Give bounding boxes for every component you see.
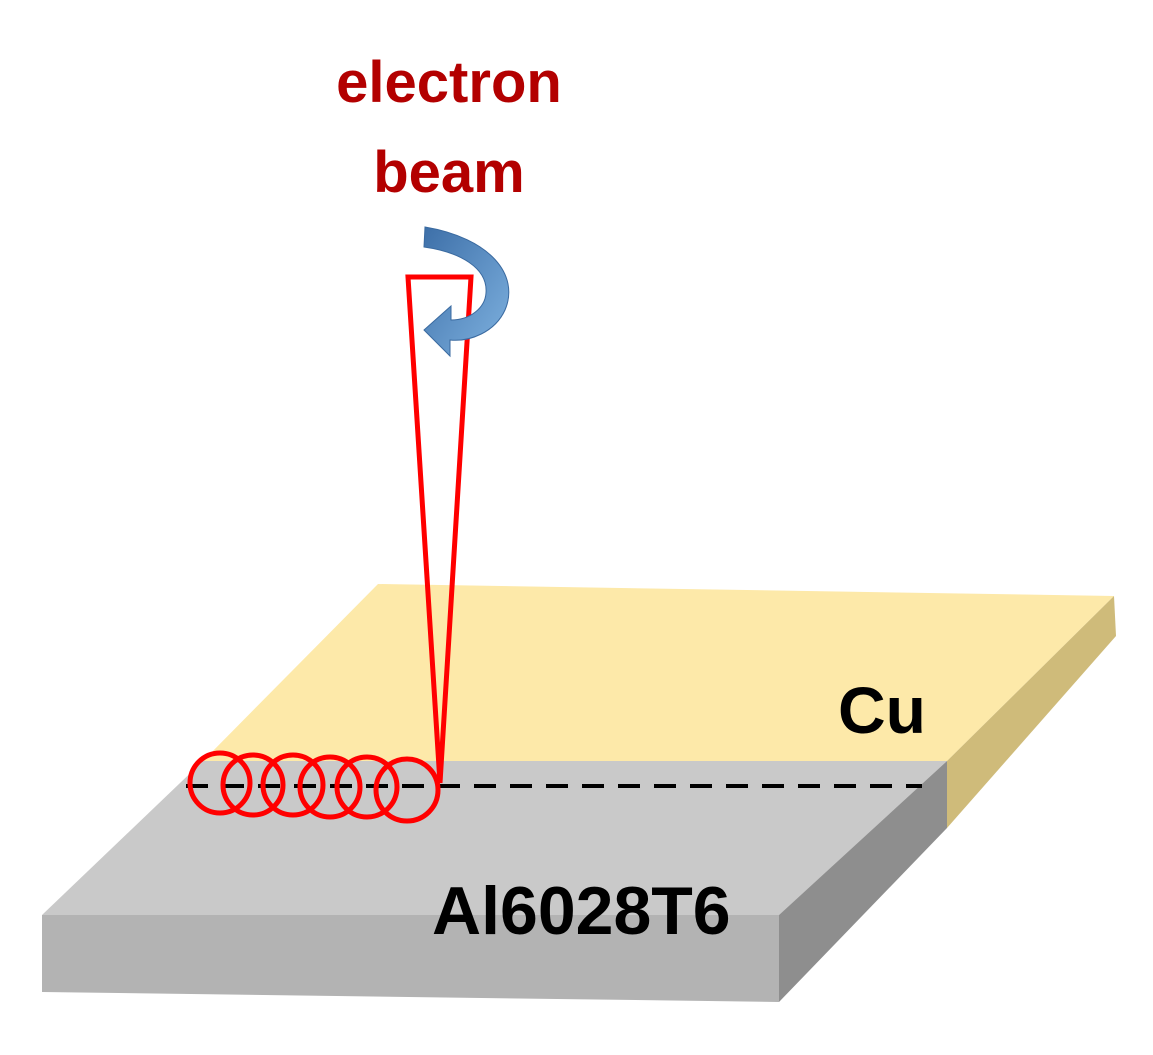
beam-oscillation-path [187,750,441,824]
al-plate-front [42,915,779,1002]
cu-plate-side [947,596,1116,828]
oscillation-loop [187,750,253,816]
curved-rotation-arrow-icon [423,226,510,358]
oscillation-loop [220,752,286,818]
cu-plate-label: Cu [838,673,926,747]
oscillation-loop [297,754,363,820]
beam-label-line1: electron [336,50,562,115]
electron-beam-cone [405,274,474,784]
al-plate-side [779,761,947,1002]
oscillation-loop [260,752,326,818]
beam-label-line2: beam [373,140,525,205]
oscillation-loop [334,754,400,820]
al-plate-label: Al6028T6 [432,873,731,949]
oscillation-loop [373,756,441,824]
